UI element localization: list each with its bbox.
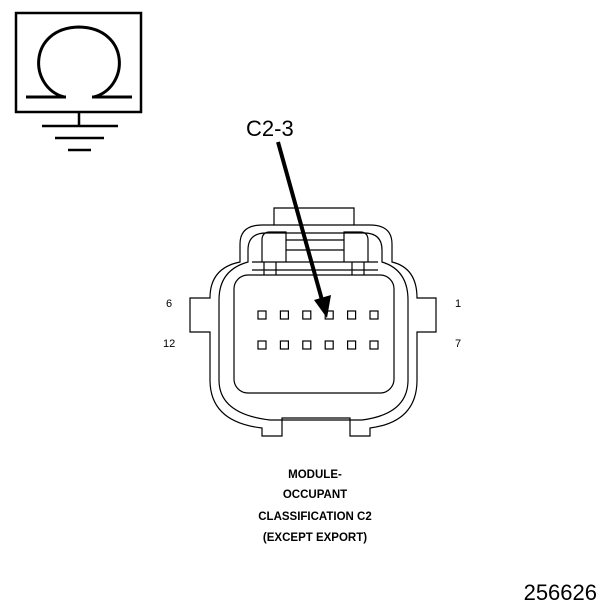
callout-label: C2-3 (246, 116, 294, 141)
ohmmeter-ground-icon (14, 11, 143, 152)
pin-cavity-1 (369, 310, 379, 320)
pin-label-12: 12 (163, 338, 175, 350)
pin-label-6: 6 (166, 298, 172, 310)
caption-line-3: CLASSIFICATION C2 (258, 511, 372, 523)
pin-cavities (257, 310, 379, 350)
connector-body (189, 207, 437, 437)
caption-line-4: (EXCEPT EXPORT) (263, 532, 367, 544)
pin-cavity-4 (302, 310, 312, 320)
pin-cavity-5 (279, 310, 289, 320)
caption-line-2: OCCUPANT (283, 489, 347, 501)
pin-cavity-11 (279, 340, 289, 350)
pin-label-7: 7 (455, 338, 461, 350)
figure-number: 256626 (524, 580, 597, 605)
pin-cavity-9 (324, 340, 334, 350)
pin-cavity-2 (347, 310, 357, 320)
pin-label-1: 1 (455, 298, 461, 310)
caption-line-1: MODULE- (288, 469, 342, 481)
connector-caption: MODULE- OCCUPANT CLASSIFICATION C2 (EXCE… (258, 469, 372, 544)
pin-cavity-12 (257, 340, 267, 350)
pin-cavity-10 (302, 340, 312, 350)
callout-arrow (276, 141, 331, 318)
pin-cavity-7 (369, 340, 379, 350)
pin-cavity-6 (257, 310, 267, 320)
pin-cavity-8 (347, 340, 357, 350)
